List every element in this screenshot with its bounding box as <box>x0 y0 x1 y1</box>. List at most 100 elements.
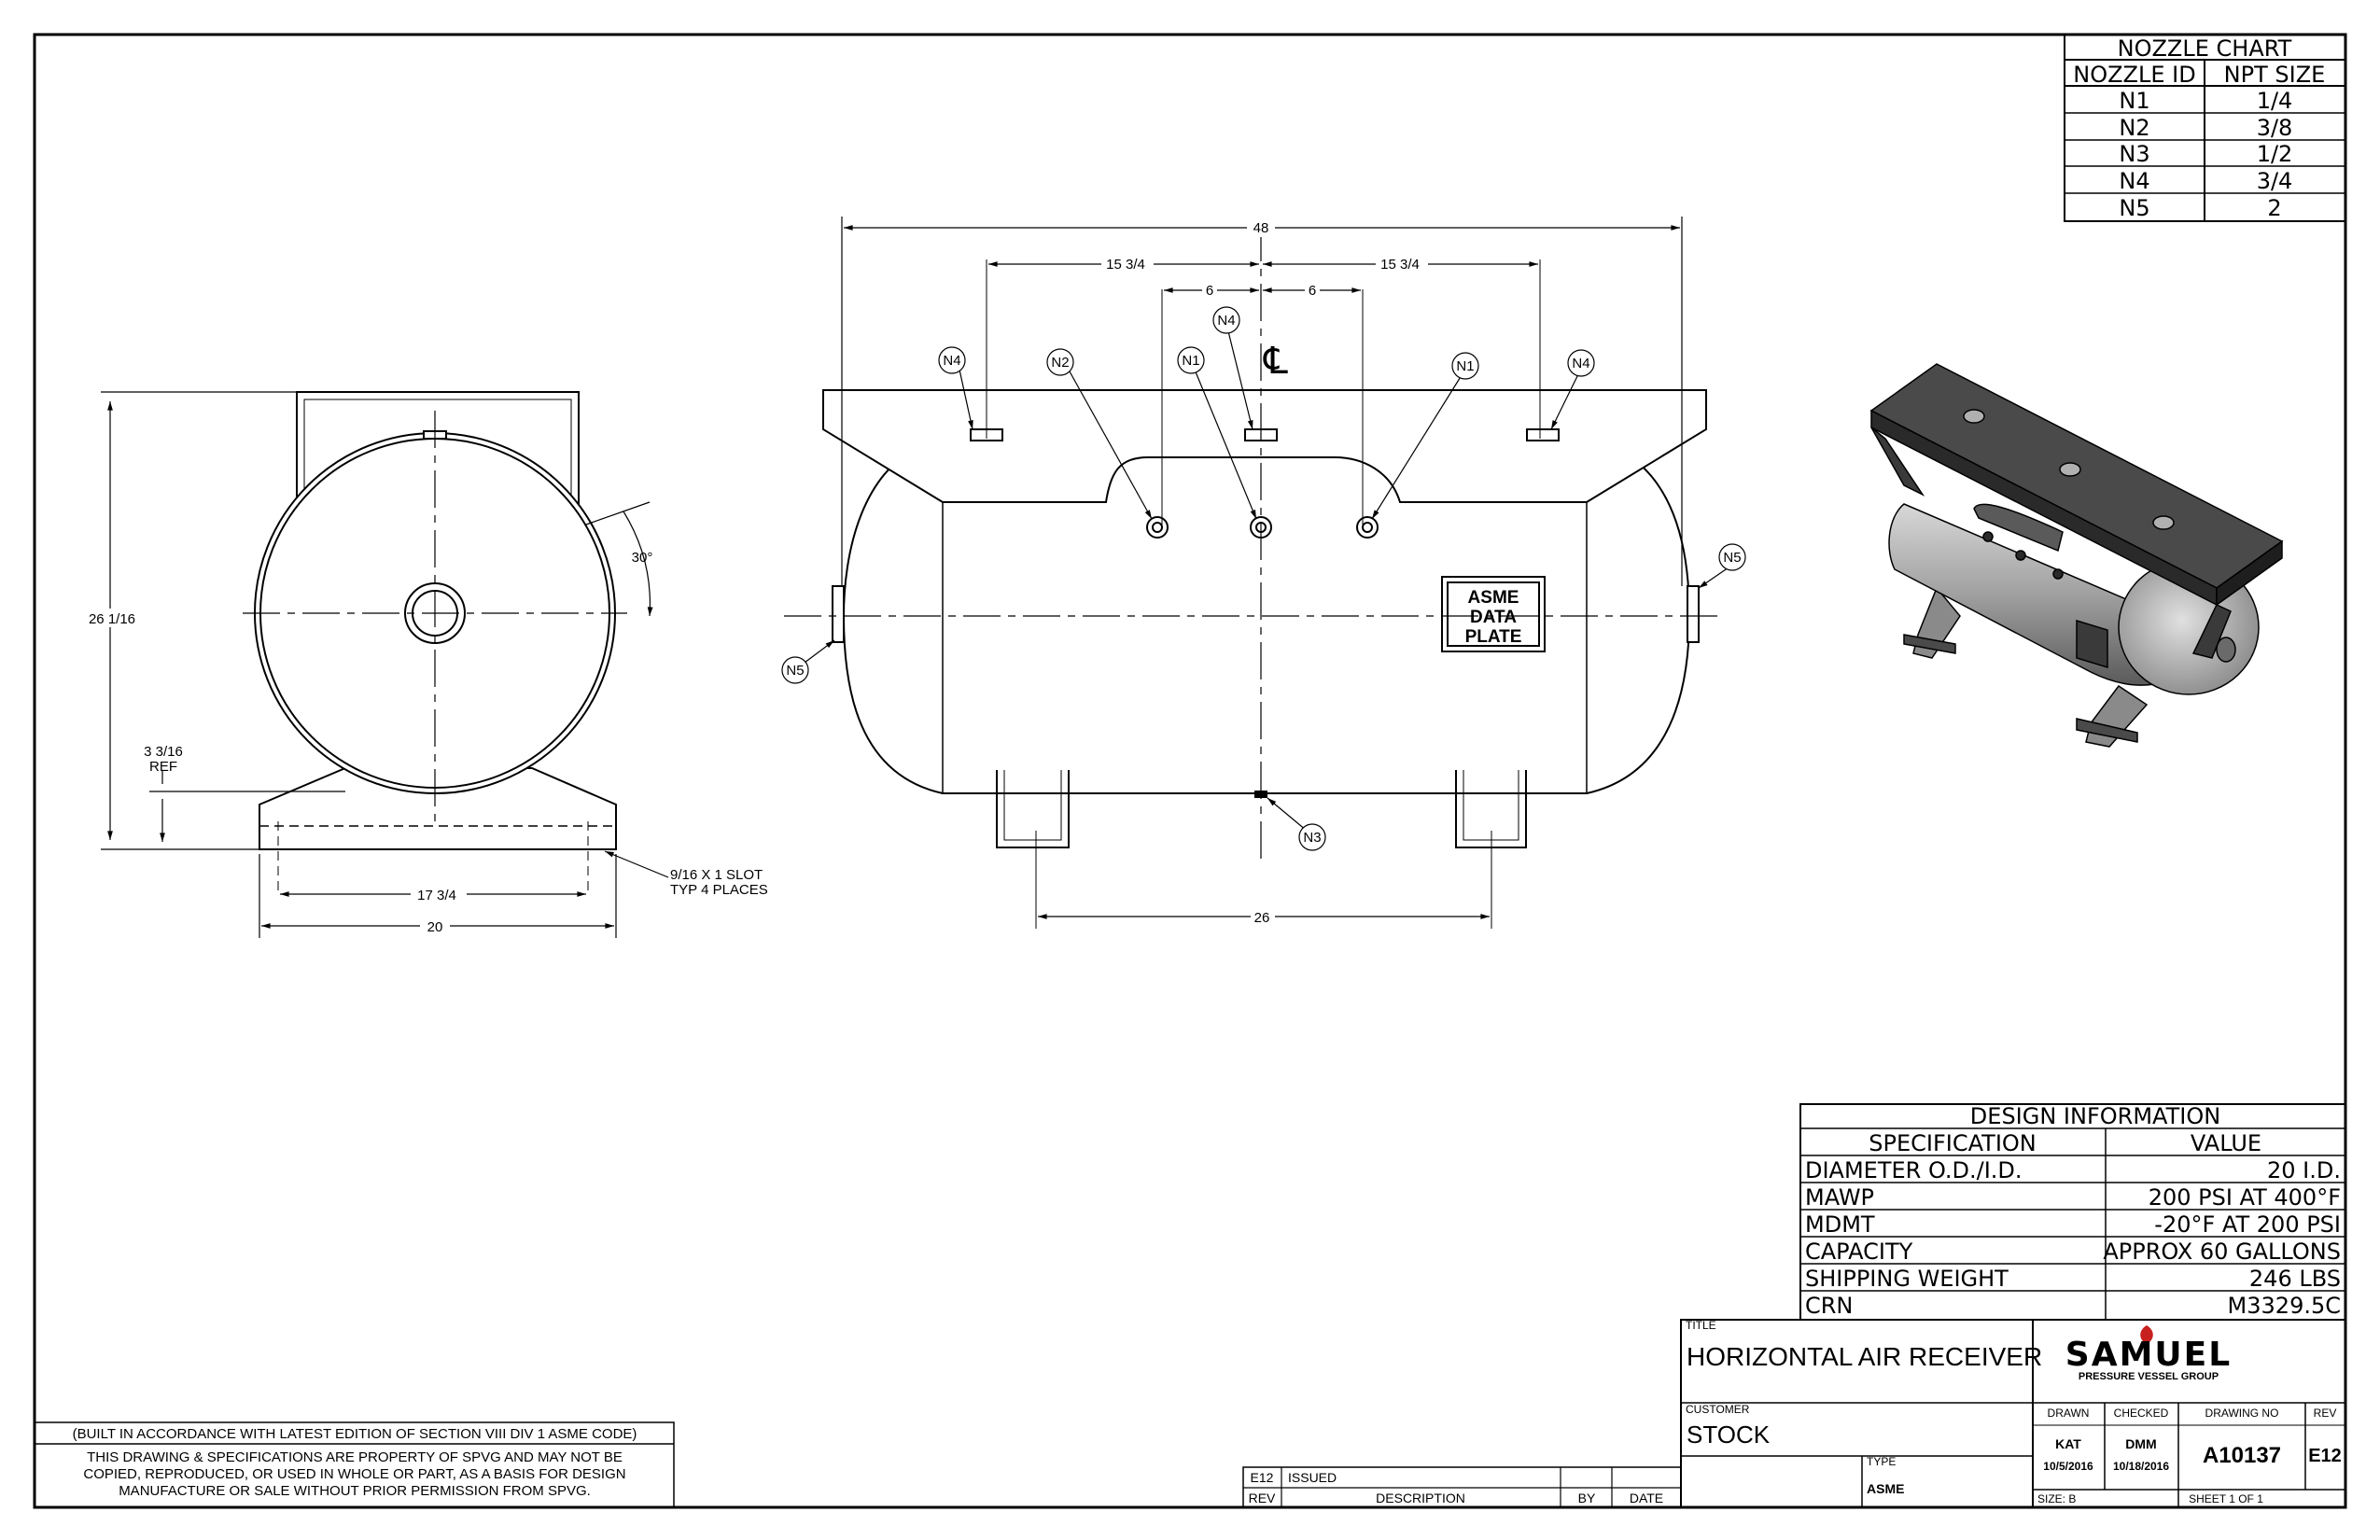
nozzle-row-id: N1 <box>2119 88 2149 114</box>
revision-rev: E12 <box>1251 1470 1274 1485</box>
revision-header-rev: REV <box>1249 1491 1276 1505</box>
dim-overall-length: 48 <box>1253 220 1269 236</box>
logo-name: SAMUEL <box>2065 1336 2232 1374</box>
design-info-spec: SHIPPING WEIGHT <box>1805 1266 2009 1292</box>
dim-ref-label: REF <box>149 759 177 775</box>
type-label: TYPE <box>1867 1455 1896 1468</box>
design-info-spec: CAPACITY <box>1805 1239 1913 1265</box>
nozzle-tags: N4 N2 N1 N4 N1 N4 N5 N5 N3 <box>781 306 1746 851</box>
isometric-view <box>1869 363 2284 748</box>
nozzle-chart-header-size: NPT SIZE <box>2224 62 2326 88</box>
dim-angle: 30° <box>632 550 653 566</box>
side-view <box>784 224 1717 929</box>
nozzle-chart-header-id: NOZZLE ID <box>2073 62 2195 88</box>
dim-width: 20 <box>427 919 443 935</box>
nozzle-row-size: 1/4 <box>2257 88 2293 114</box>
nozzle-row-size: 1/2 <box>2257 141 2293 167</box>
nozzle-tag: N5 <box>786 663 804 679</box>
nozzle-row-id: N3 <box>2119 141 2149 167</box>
dim-right-offset: 15 3/4 <box>1380 257 1420 273</box>
design-info-title: DESIGN INFORMATION <box>1970 1103 2220 1129</box>
nozzle-tag: N1 <box>1456 358 1474 374</box>
title-label: TITLE <box>1686 1319 1716 1332</box>
nozzle-chart: NOZZLE CHART NOZZLE ID NPT SIZE N1 1/4 N… <box>2064 34 2346 222</box>
customer-label: CUSTOMER <box>1686 1403 1750 1416</box>
design-info-header-value: VALUE <box>2191 1130 2261 1156</box>
slot-note-2: TYP 4 PLACES <box>670 882 768 898</box>
nozzle-row-size: 2 <box>2267 195 2281 221</box>
drawn-by: KAT <box>2055 1436 2081 1451</box>
design-info-value: -20°F AT 200 PSI <box>2154 1211 2341 1238</box>
data-plate-line: DATA <box>1470 608 1517 627</box>
centerline-symbol: ℄ <box>1263 340 1288 383</box>
property-note-line: MANUFACTURE OR SALE WITHOUT PRIOR PERMIS… <box>119 1483 591 1499</box>
dim-slot-spacing: 17 3/4 <box>417 888 456 903</box>
logo-subtitle: PRESSURE VESSEL GROUP <box>2079 1371 2219 1382</box>
dim-right-center: 6 <box>1309 283 1316 299</box>
nozzle-tag: N3 <box>1303 830 1321 846</box>
property-note-line: THIS DRAWING & SPECIFICATIONS ARE PROPER… <box>87 1449 623 1465</box>
checked-by: DMM <box>2125 1436 2156 1451</box>
property-note-line: COPIED, REPRODUCED, OR USED IN WHOLE OR … <box>83 1466 625 1482</box>
nozzle-tag: N4 <box>1572 356 1589 371</box>
design-info-value: 246 LBS <box>2249 1266 2341 1292</box>
side-view-labels: 48 15 3/4 15 3/4 6 6 26 ℄ ASME DATA PLAT… <box>1101 220 1521 926</box>
revision-block: E12 ISSUED REV DESCRIPTION BY DATE <box>1242 1466 1682 1508</box>
dim-saddle-spacing: 26 <box>1254 910 1270 926</box>
design-info-value: 200 PSI AT 400°F <box>2149 1184 2341 1211</box>
nozzle-tag: N1 <box>1182 353 1199 369</box>
revision-header-description: DESCRIPTION <box>1376 1491 1465 1505</box>
design-info-header-spec: SPECIFICATION <box>1869 1130 2036 1156</box>
design-info-table: DESIGN INFORMATION SPECIFICATION VALUE D… <box>1799 1103 2346 1321</box>
drawing-no: A10137 <box>2203 1443 2281 1468</box>
dim-left-center: 6 <box>1206 283 1213 299</box>
design-info-spec: DIAMETER O.D./I.D. <box>1805 1157 2023 1183</box>
rev-label: REV <box>2314 1407 2337 1420</box>
revision-description: ISSUED <box>1288 1470 1337 1485</box>
samuel-logo: SAMUEL PRESSURE VESSEL GROUP <box>2065 1325 2232 1382</box>
nozzle-tag: N4 <box>1217 313 1235 329</box>
data-plate-line: ASME <box>1468 588 1519 608</box>
sheet-number: SHEET 1 OF 1 <box>2189 1492 2263 1505</box>
design-info-spec: MDMT <box>1805 1211 1875 1238</box>
end-view <box>243 391 653 896</box>
dim-ref: 3 3/16 <box>144 744 183 760</box>
code-note: (BUILT IN ACCORDANCE WITH LATEST EDITION… <box>73 1426 637 1442</box>
dim-left-offset: 15 3/4 <box>1106 257 1145 273</box>
nozzle-row-size: 3/4 <box>2257 168 2293 194</box>
rev-value: E12 <box>2308 1446 2342 1466</box>
design-info-value: 20 I.D. <box>2267 1157 2341 1183</box>
nozzle-row-id: N2 <box>2119 115 2149 141</box>
design-info-value: M3329.5C <box>2228 1293 2341 1319</box>
nozzle-row-id: N5 <box>2119 195 2149 221</box>
drawn-date: 10/5/2016 <box>2043 1460 2093 1473</box>
nozzle-tag: N2 <box>1051 355 1069 371</box>
checked-date: 10/18/2016 <box>2113 1460 2169 1473</box>
sheet-size: SIZE: B <box>2037 1492 2076 1505</box>
side-view-dimensions <box>804 217 1732 919</box>
nozzle-tag: N5 <box>1723 550 1741 566</box>
nozzle-row-id: N4 <box>2119 168 2149 194</box>
drawing-title: HORIZONTAL AIR RECEIVER <box>1687 1342 2042 1371</box>
drawn-label: DRAWN <box>2048 1407 2090 1420</box>
design-info-value: APPROX 60 GALLONS <box>2103 1239 2341 1265</box>
revision-header-date: DATE <box>1630 1491 1663 1505</box>
design-info-spec: CRN <box>1805 1293 1853 1319</box>
notes-block: (BUILT IN ACCORDANCE WITH LATEST EDITION… <box>34 1421 675 1508</box>
end-view-labels: 26 1/16 3 3/16 REF 30° 17 3/4 20 9/16 X … <box>84 550 768 935</box>
nozzle-tag: N4 <box>943 353 960 369</box>
drawing-no-label: DRAWING NO <box>2205 1407 2279 1420</box>
title-block: TITLE HORIZONTAL AIR RECEIVER CUSTOMER S… <box>1680 1319 2346 1508</box>
dim-height: 26 1/16 <box>89 611 135 627</box>
revision-header-by: BY <box>1578 1491 1596 1505</box>
drawing-border <box>33 33 2347 1509</box>
checked-label: CHECKED <box>2114 1407 2169 1420</box>
customer-value: STOCK <box>1687 1421 1771 1449</box>
type-value: ASME <box>1867 1481 1904 1496</box>
slot-note-1: 9/16 X 1 SLOT <box>670 867 763 883</box>
nozzle-chart-title: NOZZLE CHART <box>2118 35 2292 62</box>
data-plate-line: PLATE <box>1465 627 1522 647</box>
nozzle-row-size: 3/8 <box>2257 115 2293 141</box>
design-info-spec: MAWP <box>1805 1184 1874 1211</box>
